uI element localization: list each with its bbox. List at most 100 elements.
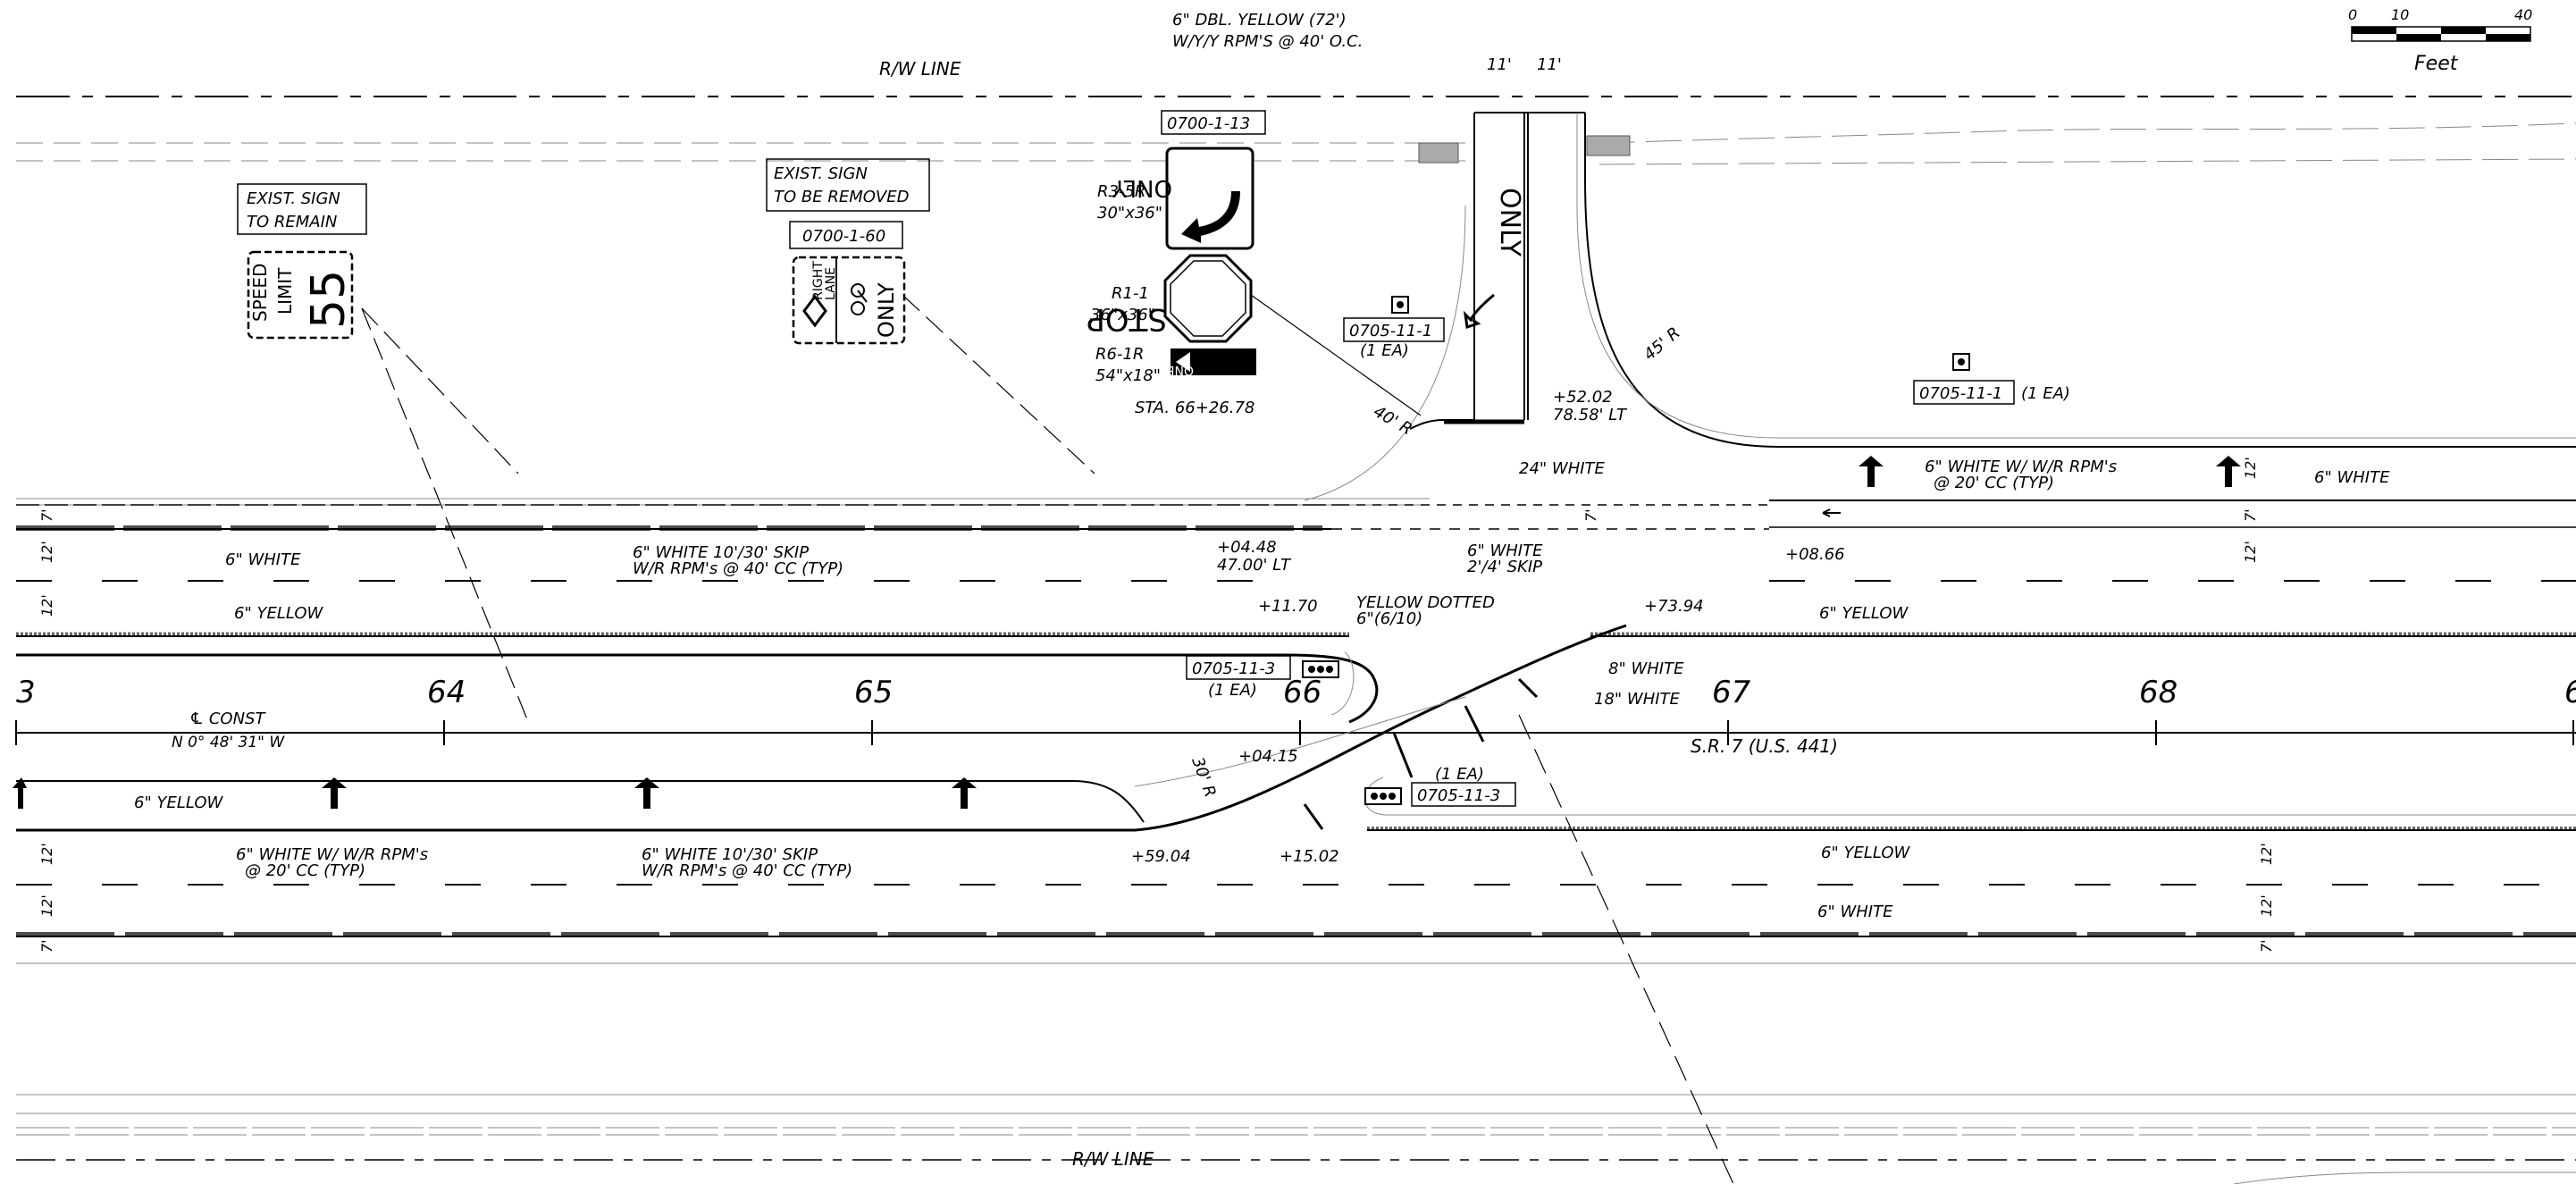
only-word: ONLY [1112, 174, 1172, 201]
turn-arrow-icon [322, 777, 347, 809]
white-6-left: 6" WHITE [225, 550, 301, 569]
station-65: 65 [854, 675, 893, 710]
yellow-6-bottom-right: 6" YELLOW [1821, 844, 1910, 862]
r6-1r-size: 54"x18" [1095, 366, 1161, 385]
route-name: S.R. 7 (U.S. 441) [1691, 735, 1838, 757]
rw-line-bottom: R/W LINE [1072, 1148, 1154, 1170]
left-turn-arrow-icon [1181, 191, 1240, 243]
rpm-markers [1302, 296, 1970, 805]
pavement-only-word: ONLY [1494, 188, 1525, 257]
radius-40: 40' R [1371, 402, 1415, 439]
offset-04-15: +04.15 [1238, 747, 1298, 766]
turn-arrow-icon [952, 777, 977, 809]
rpm-qty-b: (1 EA) [2021, 384, 2070, 403]
offset-59-04: +59.04 [1131, 847, 1191, 866]
dim-label: 7' [38, 939, 55, 953]
exist-removed-2: TO BE REMOVED [774, 188, 909, 206]
dbl-yellow-line1: 6" DBL. YELLOW (72') [1172, 11, 1347, 29]
radius-45: 45' R [1640, 323, 1684, 365]
sta-note: STA. 66+26.78 [1135, 399, 1254, 417]
scale-tick-10: 10 [2391, 6, 2409, 23]
dim-label: 12' [2242, 541, 2259, 563]
rpm-qty-a: (1 EA) [1360, 341, 1409, 360]
scale-bar: 0 10 40 Feet [2348, 6, 2532, 75]
r6-1r-code: R6-1R [1095, 345, 1144, 364]
const-centerline: ℄ CONST [189, 710, 266, 728]
r1-1-code: R1-1 [1112, 284, 1149, 303]
station-66: 66 [1283, 675, 1322, 710]
pavement-left-arrow-icon [1463, 293, 1495, 329]
speed-limit-sign: SPEED LIMIT 55 [247, 250, 356, 340]
scale-tick-0: 0 [2348, 6, 2357, 23]
lane-width-left: 11' [1487, 55, 1512, 74]
one-way-word: ONE WAY [1136, 363, 1194, 377]
turn-arrow-icon [13, 777, 27, 809]
dim-label: 12' [38, 843, 55, 865]
offset-08-66: +08.66 [1785, 545, 1845, 564]
svg-text:ONLY: ONLY [1494, 188, 1525, 257]
turn-arrow-icon [634, 777, 659, 809]
r3-5r-size: 30"x36" [1097, 204, 1162, 223]
dim-label: 12' [38, 594, 55, 617]
turn-arrow-icon [1859, 456, 1884, 487]
rpm-index-a: 0705-11-1 [1349, 322, 1432, 340]
exist-removed-1: EXIST. SIGN [774, 164, 868, 183]
one-way-sign: ONE WAY [1136, 348, 1256, 377]
white-6-rpm-top-2: @ 20' CC (TYP) [1934, 474, 2054, 492]
bike-lane-sign: RIGHT LANE ONLY [792, 256, 906, 345]
white-18: 18" WHITE [1594, 690, 1681, 709]
right-of-way-lines [16, 96, 2576, 1161]
stop-sign: STOP [1087, 254, 1253, 343]
skip-left-2: W/R RPM's @ 40' CC (TYP) [633, 559, 843, 578]
yellow-6-right-top: 6" YELLOW [1819, 604, 1909, 623]
offset-52-02: +52.02 [1553, 388, 1613, 407]
skip-bottom-2: W/R RPM's @ 40' CC (TYP) [642, 861, 852, 880]
lane-word: LANE [824, 267, 838, 300]
white-skip-2-4-1: 6" WHITE [1467, 542, 1543, 560]
turn-arrow-icon [2216, 456, 2241, 487]
speed-limit-word: SPEED [249, 264, 271, 322]
dim-label: 7' [2258, 939, 2275, 953]
dim-label: 12' [2242, 457, 2259, 479]
diamond-icon [802, 294, 827, 328]
dim-label: 12' [2258, 843, 2275, 865]
white-rpm-bottom-1: 6" WHITE W/ W/R RPM's [236, 845, 428, 864]
rw-line-top: R/W LINE [879, 58, 961, 80]
index-0700-1-60: 0700-1-60 [802, 227, 885, 246]
stop-word: STOP [1087, 301, 1167, 337]
offset-15-02: +15.02 [1280, 847, 1339, 866]
station-67: 67 [1712, 675, 1751, 710]
right-word: RIGHT [811, 261, 826, 300]
dim-label: 7' [2242, 508, 2259, 522]
exist-curb-left [1418, 142, 1459, 164]
offset-78-58: 78.58' LT [1553, 406, 1628, 424]
skip-left-1: 6" WHITE 10'/30' SKIP [633, 543, 809, 562]
station-64: 64 [427, 675, 466, 710]
bicycle-icon [851, 283, 868, 315]
r3-5r-code: R3-5R [1097, 182, 1145, 201]
exist-remain-2: TO REMAIN [247, 213, 337, 231]
existing-background-lines [16, 122, 2576, 1184]
rpm-qty-d: (1 EA) [1435, 765, 1484, 784]
bearing: N 0° 48' 31" W [172, 734, 285, 752]
rpm-index-b: 0705-11-1 [1919, 384, 2002, 403]
offset-73-94: +73.94 [1644, 597, 1704, 616]
yellow-dotted-2: 6"(6/10) [1356, 609, 1422, 628]
rpm-qty-c: (1 EA) [1208, 681, 1257, 700]
white-6-rpm-top-1: 6" WHITE W/ W/R RPM's [1925, 458, 2117, 476]
left-arrow-icon [1176, 352, 1190, 372]
offset-47-00: 47.00' LT [1217, 556, 1292, 575]
lane-width-right: 11' [1537, 55, 1562, 74]
white-6-bottom-right: 6" WHITE [1817, 903, 1893, 921]
white-24: 24" WHITE [1519, 459, 1606, 478]
only-left-sign: ONLY [1112, 147, 1254, 250]
yellow-6-left: 6" YELLOW [234, 604, 323, 623]
mainline-pavement [16, 294, 2576, 1184]
dim-label: 12' [38, 894, 55, 917]
speed-value: 55 [302, 270, 356, 329]
dim-label: 12' [2258, 894, 2275, 917]
annotations: R/W LINE R/W LINE 6" DBL. YELLOW (72') W… [16, 11, 2576, 1170]
exist-curb-right [1586, 135, 1631, 156]
boxed-notes [237, 110, 2015, 807]
